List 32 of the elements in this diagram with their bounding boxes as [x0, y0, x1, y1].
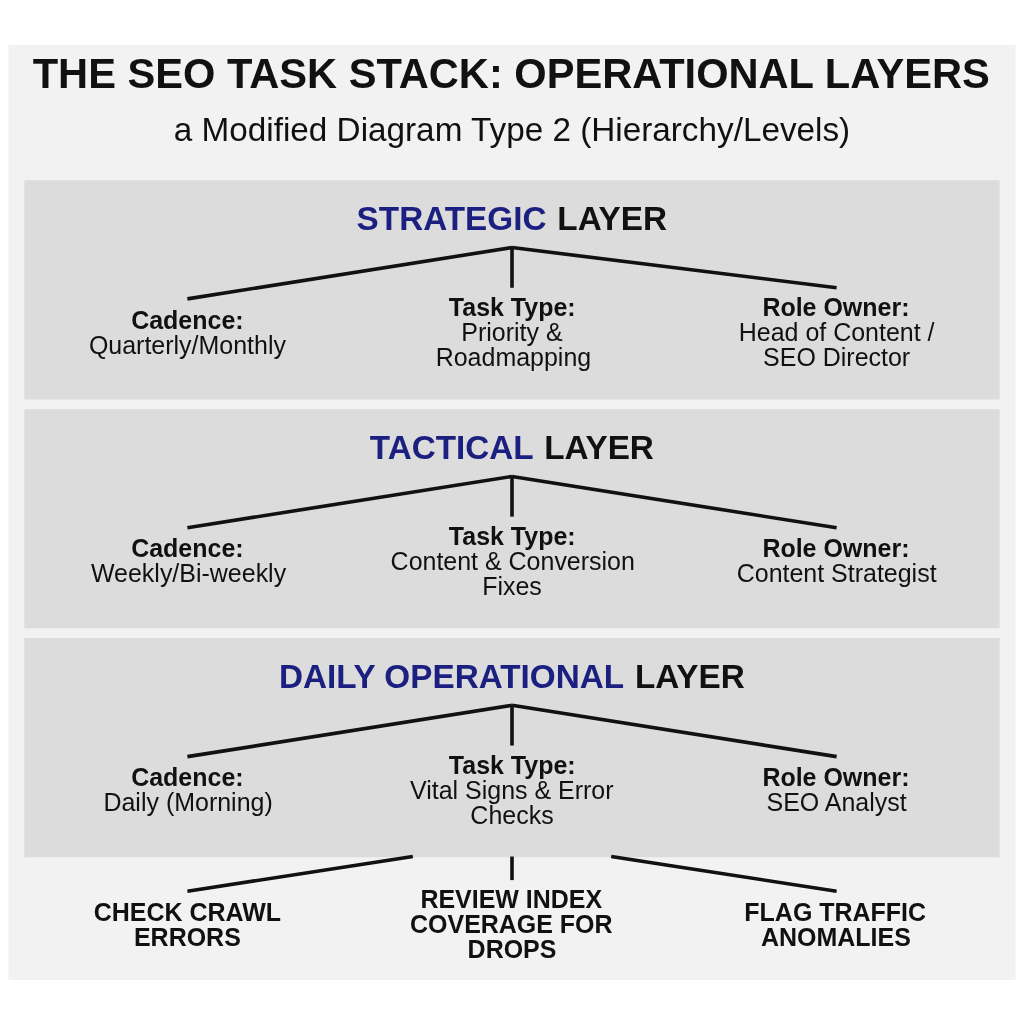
node-text: STRATEGIC LAYER	[356, 199, 668, 237]
node-text: Cadence: Quarterly/Monthly	[88, 305, 286, 359]
node-text: CHECK CRAWL ERRORS	[93, 897, 282, 951]
node-text: Task Type: Vital Signs & Error Checks	[410, 750, 614, 829]
connector	[187, 703, 513, 758]
connector	[510, 475, 514, 517]
label: a Modified Diagram Type 2 (Hierarchy/Levels)	[173, 110, 851, 148]
connector	[511, 245, 837, 290]
connector	[511, 703, 837, 758]
connector	[510, 704, 514, 746]
node-text: FLAG TRAFFIC ANOMALIES	[744, 897, 927, 951]
node-text: Role Owner: SEO Analyst	[762, 762, 910, 816]
node-text: Role Owner: Head of Content / SEO Director	[738, 292, 935, 371]
diagram-title: THE SEO TASK STACK: OPERATIONAL LAYERS	[32, 49, 990, 97]
cluster	[24, 637, 1000, 857]
node-text: Task Type: Content & Conversion Fixes	[390, 521, 635, 600]
connector	[511, 474, 837, 530]
connector	[187, 854, 414, 893]
cluster	[24, 408, 1000, 628]
node-text: Cadence: Weekly/Bi-weekly	[90, 533, 287, 587]
node-text: TACTICAL LAYER	[369, 428, 654, 466]
connector	[510, 247, 514, 288]
node-text: DAILY OPERATIONAL LAYER	[278, 657, 745, 695]
node-text: Cadence: Daily (Morning)	[103, 762, 273, 816]
connector	[187, 245, 513, 301]
node-text: REVIEW INDEX COVERAGE FOR DROPS	[410, 884, 613, 963]
node-text: Role Owner: Content Strategist	[736, 533, 937, 587]
connector	[510, 856, 514, 880]
connector	[187, 474, 513, 530]
connector	[610, 854, 837, 893]
node-text: Task Type: Priority & Roadmapping	[435, 292, 592, 371]
cluster	[24, 179, 1000, 399]
